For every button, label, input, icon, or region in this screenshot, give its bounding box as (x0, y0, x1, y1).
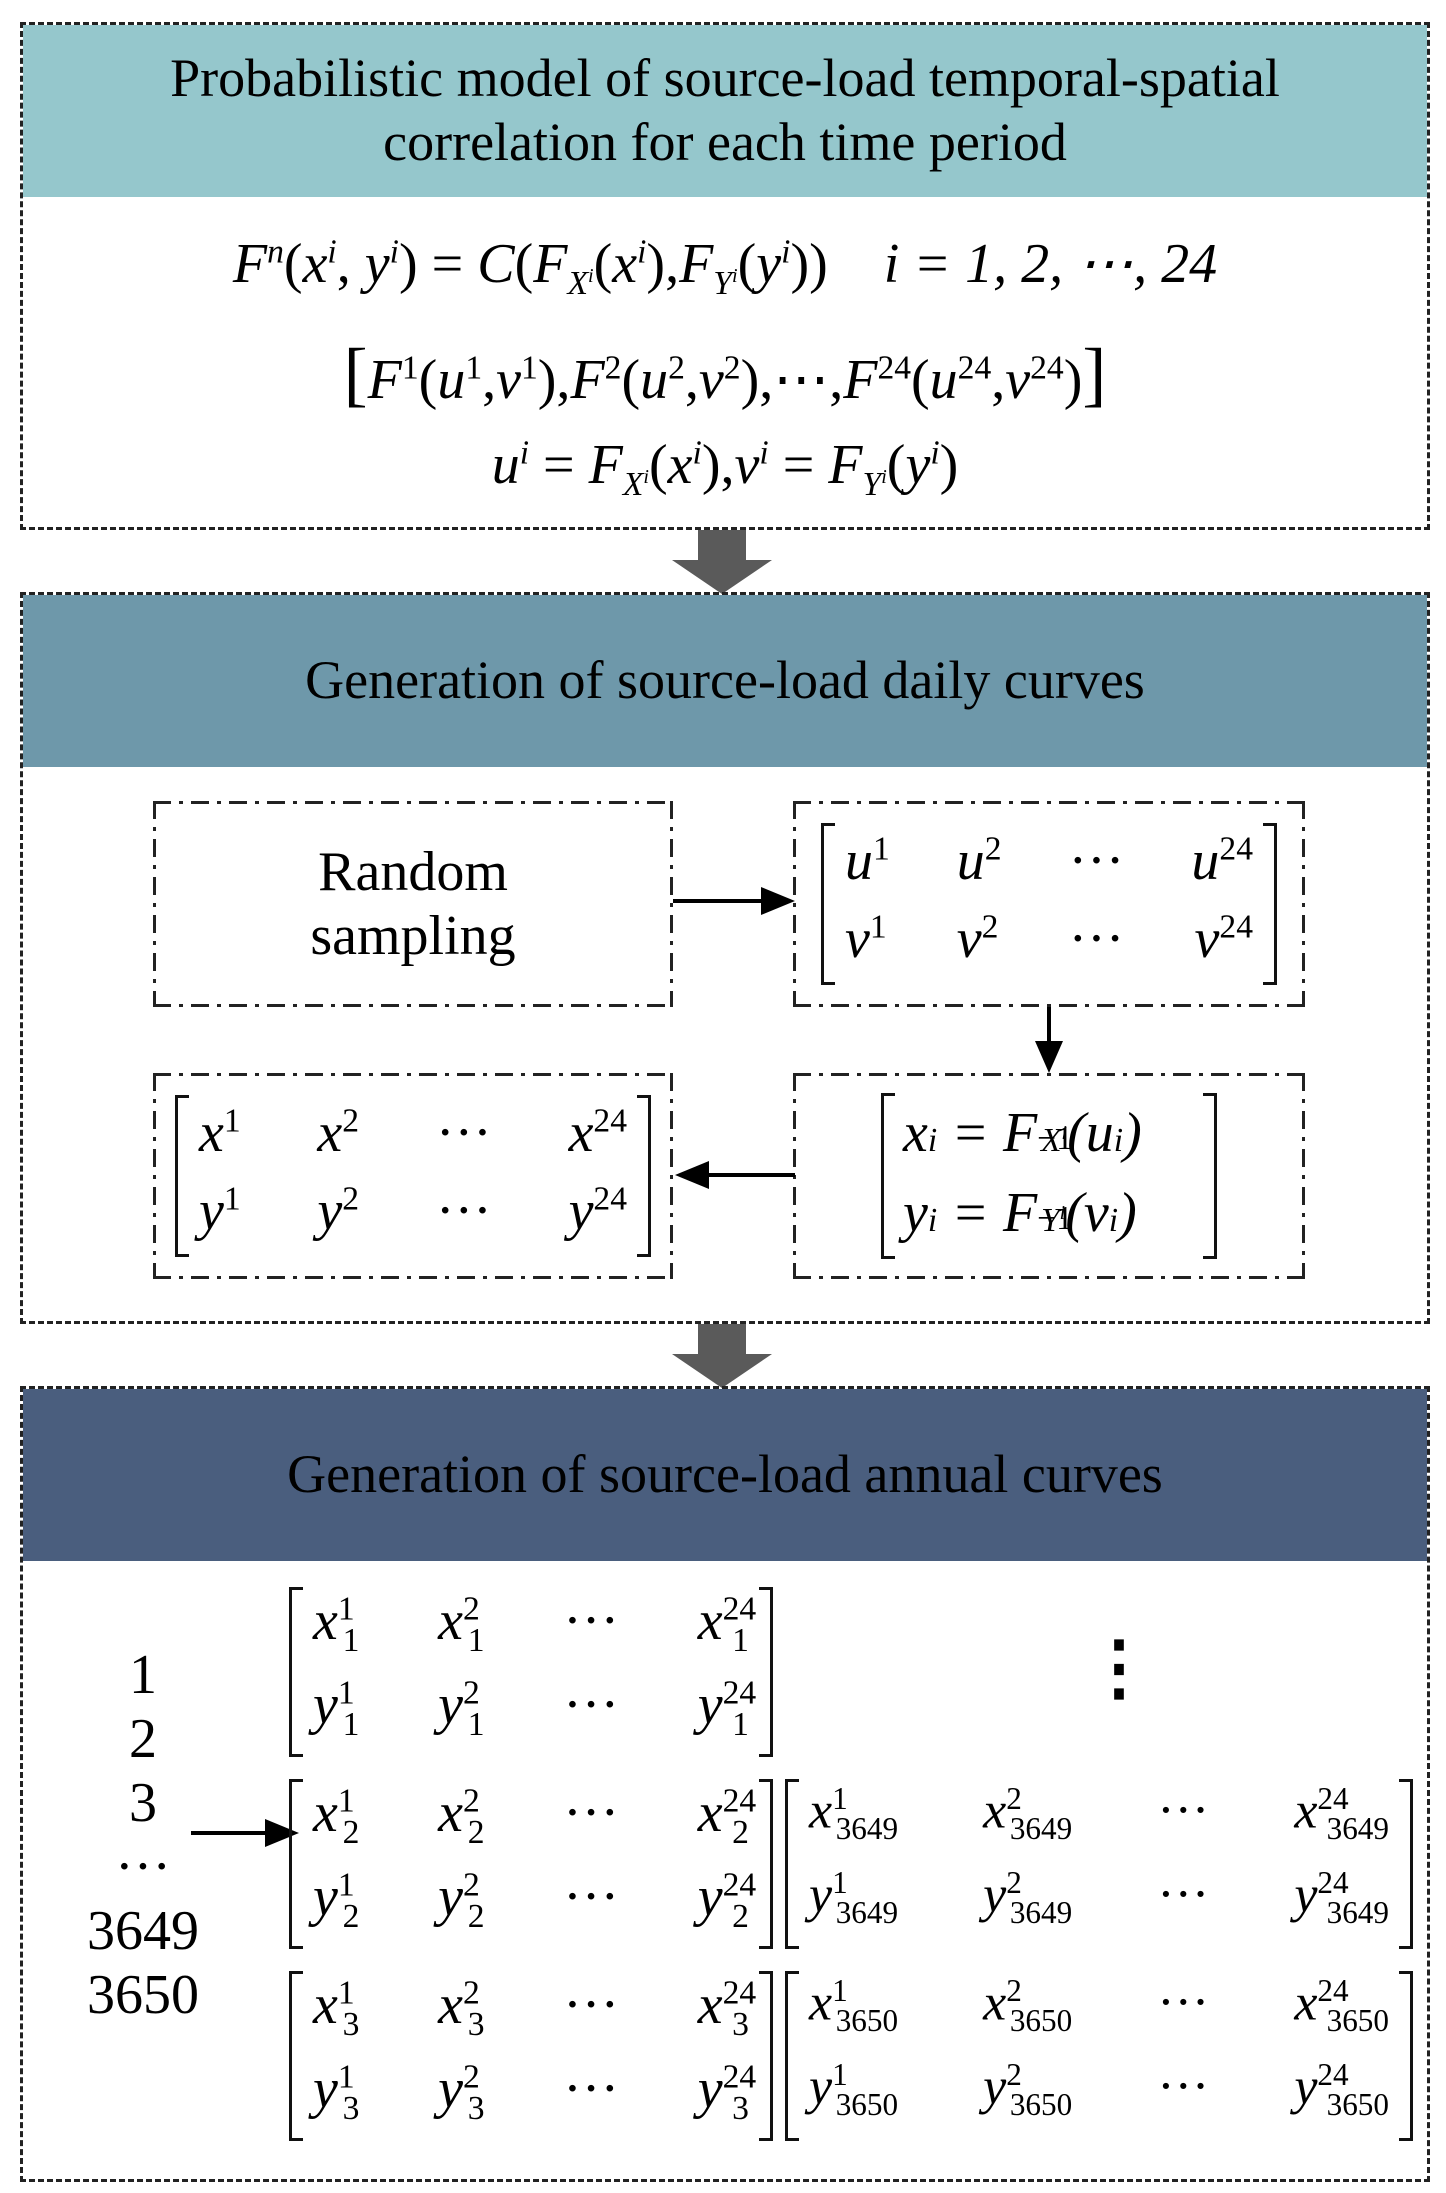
random-sampling-line1: Random (318, 840, 508, 903)
day-index-item: 1 (129, 1644, 157, 1706)
arrow-to-uv-matrix (673, 887, 795, 915)
day-index-item: 3 (129, 1772, 157, 1834)
arrow-to-inverse-transform (1035, 1007, 1063, 1073)
day-index-item: 2 (129, 1708, 157, 1770)
panel2-header: Generation of source-load daily curves (23, 595, 1427, 767)
random-sampling-box: Random sampling (153, 801, 673, 1007)
panel3-header: Generation of source-load annual curves (23, 1389, 1427, 1561)
arrow-to-annual-matrices (191, 1819, 299, 1847)
day-index-item: 3650 (87, 1964, 199, 2026)
day-index-list: 1 2 3 ··· 3649 3650 (78, 1647, 208, 2031)
panel-daily-curves: Generation of source-load daily curves R… (20, 592, 1430, 1324)
panel3-title: Generation of source-load annual curves (287, 1444, 1163, 1505)
panel-probabilistic-model: Probabilistic model of source-load tempo… (20, 22, 1430, 530)
connector-arrow-1 (672, 530, 772, 594)
day-index-item: 3649 (87, 1900, 199, 1962)
copula-equation: Fn(xi, yi) = C(FXi(xi),FYi(yi)) i = 1, 2… (232, 233, 1218, 303)
day-index-item: ··· (115, 1836, 171, 1898)
vertical-ellipsis: ⋮ (1083, 1628, 1155, 1708)
panel-annual-curves: Generation of source-load annual curves … (20, 1386, 1430, 2182)
arrow-to-xy-matrix (675, 1161, 795, 1189)
panel1-title-line1: Probabilistic model of source-load tempo… (170, 48, 1280, 109)
connector-arrow-2 (672, 1324, 772, 1388)
random-sampling-line2: sampling (310, 905, 516, 967)
index-range: i = 1, 2, ⋯, 24 (883, 233, 1218, 295)
panel1-header: Probabilistic model of source-load tempo… (23, 25, 1427, 197)
panel1-title-line2: correlation for each time period (383, 112, 1067, 172)
copula-sequence-equation: [F1(u1,v1),F2(u2,v2),⋯,F24(u24,v24)] (343, 334, 1107, 414)
marginal-transform-equation: ui = FXi(xi),vi = FYi(yi) (491, 434, 959, 504)
panel2-title: Generation of source-load daily curves (305, 650, 1145, 711)
